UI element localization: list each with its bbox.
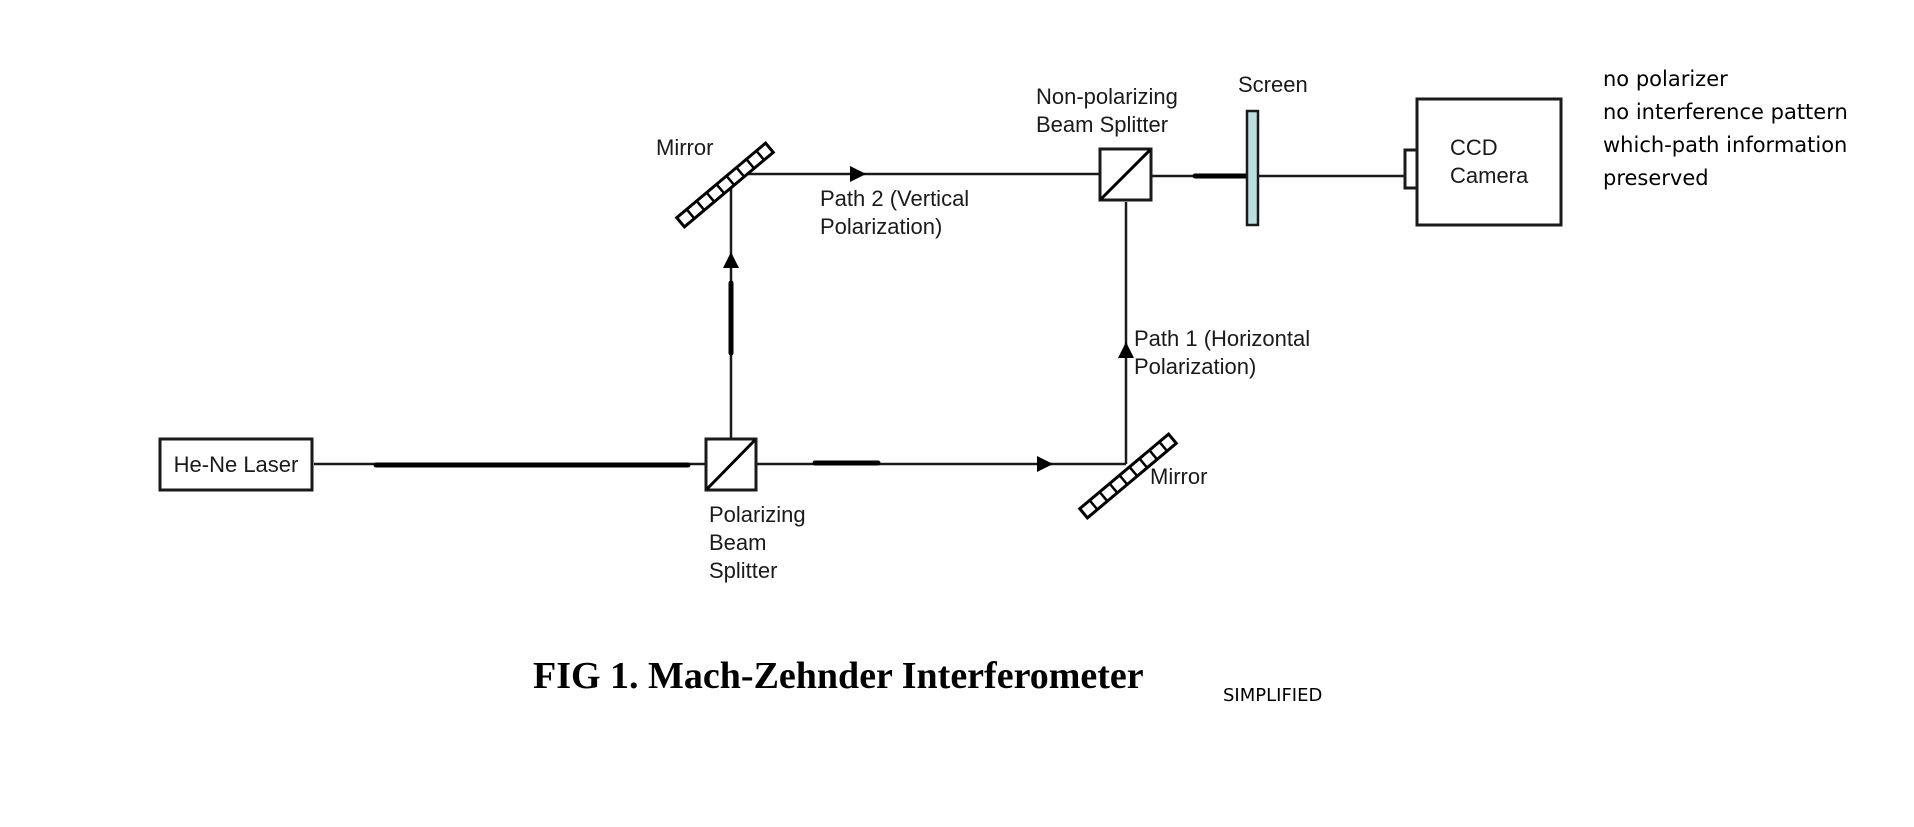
mirror-bottom: [1077, 432, 1179, 520]
mirror-hatching: [1088, 441, 1169, 511]
ccd-camera: CCD Camera: [1403, 97, 1563, 227]
arrow-up-icon: [723, 252, 739, 268]
caption-suffix: SIMPLIFIED: [1223, 685, 1322, 706]
laser-source: He-Ne Laser: [158, 437, 314, 492]
camera-body: [1415, 97, 1563, 227]
mirror-bottom-label: Mirror: [1150, 464, 1207, 489]
screen-label: Screen: [1238, 72, 1308, 97]
camera-lens: [1403, 148, 1419, 190]
arrow-right-icon: [850, 166, 866, 182]
npbs-label: Non-polarizing Beam Splitter: [1036, 84, 1184, 137]
pbs-diagonal: [705, 438, 757, 491]
arrow-right-icon: [1037, 456, 1053, 472]
laser-label: He-Ne Laser: [174, 452, 299, 477]
camera-label: CCD Camera: [1450, 135, 1529, 188]
path1-label: Path 1 (Horizontal Polarization): [1134, 326, 1316, 379]
path2-label: Path 2 (Vertical Polarization): [820, 186, 975, 239]
laser-box: [158, 437, 314, 492]
mirror-top-label: Mirror: [656, 135, 713, 160]
polarizing-beam-splitter: Polarizing Beam Splitter: [704, 437, 812, 583]
screen: Screen: [1238, 72, 1308, 227]
beam-paths: [314, 172, 1406, 468]
arrow-up-icon: [1118, 342, 1134, 358]
screen-plate: [1245, 109, 1260, 227]
npbs-diagonal: [1099, 148, 1152, 201]
figure-caption: FIG 1. Mach-Zehnder Interferometer: [533, 655, 1144, 697]
side-notes: no polarizer no interference pattern whi…: [1603, 67, 1854, 190]
mirror-top: [674, 141, 776, 229]
non-polarizing-beam-splitter: Non-polarizing Beam Splitter: [1036, 84, 1184, 202]
mirror-hatching: [685, 150, 766, 220]
pbs-label: Polarizing Beam Splitter: [709, 502, 812, 583]
